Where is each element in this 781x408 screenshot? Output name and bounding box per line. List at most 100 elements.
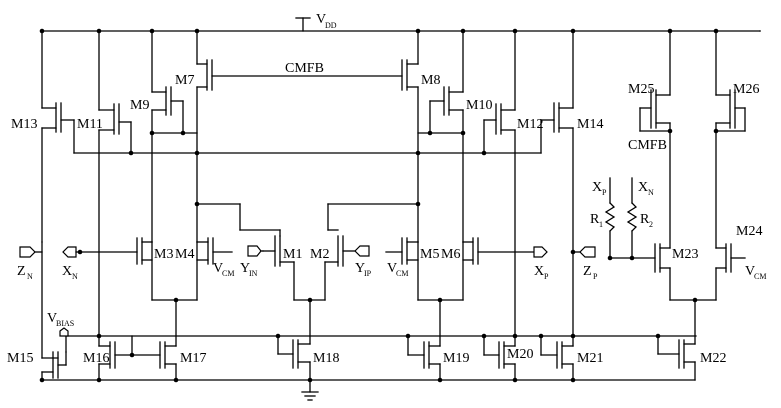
- label-yin: YIN: [240, 261, 258, 278]
- transistor-m3: [79, 237, 153, 301]
- resistor-r1: [604, 177, 616, 261]
- transistor-m6: [417, 237, 535, 303]
- label-m17: M17: [180, 351, 206, 366]
- svg-text:R: R: [590, 212, 600, 227]
- label-m24: M24: [736, 224, 762, 239]
- svg-text:V: V: [745, 264, 755, 279]
- label-m19: M19: [443, 351, 469, 366]
- vdd-label: V DD: [316, 12, 337, 30]
- label-m3: M3: [154, 247, 173, 262]
- label-m25: M25: [628, 82, 654, 97]
- vbias-line: [65, 335, 697, 353]
- transistor-m1: [196, 203, 295, 301]
- svg-text:X: X: [638, 180, 648, 195]
- pin-vbias: [59, 327, 69, 337]
- label-m14: M14: [577, 117, 603, 132]
- cmfb-label: CMFB: [285, 61, 324, 76]
- label-m11: M11: [77, 117, 103, 132]
- transistor-m10: [417, 28, 466, 243]
- svg-text:CM: CM: [754, 272, 766, 281]
- pmos-gate-bus: [73, 150, 542, 156]
- transistor-m26: [713, 28, 761, 249]
- transistor-m25: [639, 28, 673, 249]
- svg-text:P: P: [593, 272, 598, 281]
- svg-text:V: V: [387, 261, 397, 276]
- svg-text:Z: Z: [17, 264, 26, 279]
- transistor-m5: [385, 237, 419, 301]
- label-m26: M26: [733, 82, 759, 97]
- label-m16: M16: [83, 351, 109, 366]
- pin-zp: [570, 246, 596, 258]
- label-m22: M22: [700, 351, 726, 366]
- svg-text:X: X: [592, 180, 602, 195]
- label-m13: M13: [11, 117, 37, 132]
- transistor-m24: [669, 243, 746, 345]
- transistor-m21: [538, 333, 576, 383]
- label-m21: M21: [577, 351, 603, 366]
- label-m9: M9: [130, 98, 149, 113]
- svg-text:1: 1: [599, 220, 603, 229]
- svg-text:N: N: [27, 272, 33, 281]
- pin-yip: [354, 245, 370, 257]
- svg-text:BIAS: BIAS: [56, 319, 74, 328]
- svg-text:P: P: [602, 188, 607, 197]
- transistor-m23: [609, 243, 671, 301]
- transistor-m13: [39, 28, 75, 243]
- svg-text:X: X: [534, 264, 544, 279]
- transistor-m11: [96, 28, 132, 336]
- label-m18: M18: [313, 351, 339, 366]
- svg-text:V: V: [316, 12, 326, 27]
- svg-text:Y: Y: [240, 261, 250, 276]
- transistor-m22: [655, 333, 696, 381]
- label-m15: M15: [7, 351, 33, 366]
- pin-xp: [533, 246, 548, 258]
- ground-icon: [301, 391, 319, 401]
- transistor-m9: [149, 28, 198, 243]
- label-m7: M7: [175, 73, 194, 88]
- svg-text:2: 2: [649, 220, 653, 229]
- gnd-rail: [41, 379, 696, 393]
- svg-text:P: P: [544, 272, 549, 281]
- svg-text:N: N: [648, 188, 654, 197]
- svg-text:Z: Z: [583, 264, 592, 279]
- vdd-rail: [41, 17, 761, 32]
- transistor-m18: [275, 333, 313, 383]
- transistor-m17: [131, 299, 179, 383]
- label-m4: M4: [175, 247, 194, 262]
- pin-zn: [19, 246, 43, 258]
- svg-text:V: V: [213, 261, 223, 276]
- transistor-m16: [96, 334, 161, 383]
- label-vcm-m5: VCM: [387, 261, 408, 278]
- bias-junctions: [96, 333, 576, 339]
- svg-text:IN: IN: [249, 269, 258, 278]
- label-m2: M2: [310, 247, 329, 262]
- label-m5: M5: [420, 247, 439, 262]
- transistor-m8: [401, 28, 421, 243]
- transistor-m4: [151, 237, 233, 303]
- label-m20: M20: [507, 347, 533, 362]
- svg-text:IP: IP: [364, 269, 372, 278]
- transistor-m19: [405, 299, 443, 383]
- svg-text:N: N: [72, 272, 78, 281]
- transistor-m14: [540, 28, 576, 336]
- transistor-labels: M7 M8 M9 M10 M11 M12 M13 M14 M25 M26 M1 …: [7, 73, 762, 366]
- label-m1: M1: [283, 247, 302, 262]
- cmfb-label-right: CMFB: [628, 138, 667, 153]
- svg-text:CM: CM: [396, 269, 408, 278]
- svg-text:X: X: [62, 264, 72, 279]
- transistor-m2: [293, 203, 419, 345]
- transistor-m7: [194, 28, 403, 243]
- pin-yin: [247, 245, 264, 257]
- svg-text:R: R: [640, 212, 650, 227]
